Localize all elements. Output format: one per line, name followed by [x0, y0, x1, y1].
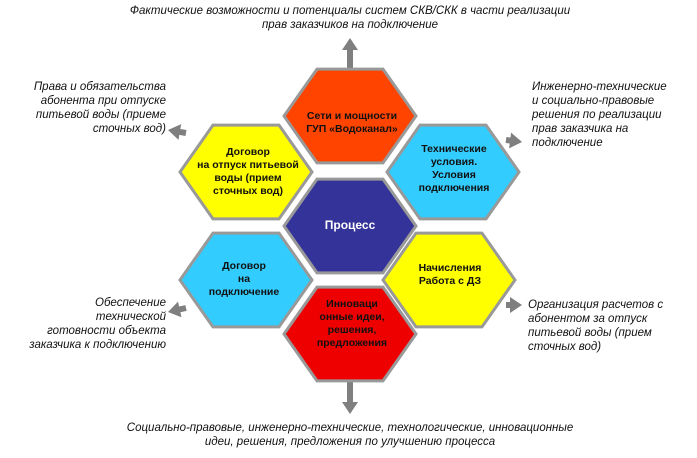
hex-lower-right	[381, 231, 517, 329]
caption-top: Фактические возможности и потенциалы сис…	[129, 5, 571, 31]
arrow-top	[342, 38, 358, 70]
arrow-lower-right	[506, 297, 522, 313]
hex-upper-right	[385, 123, 521, 221]
arrows-layer	[168, 38, 522, 414]
hex-upper-left	[178, 123, 314, 221]
arrow-lower-left	[168, 301, 187, 318]
hex-bottom	[282, 285, 418, 383]
hex-lower-left	[178, 231, 314, 329]
arrow-upper-right	[505, 132, 522, 149]
caption-bottom: Социально-правовые, инженерно-технически…	[126, 422, 574, 448]
hex-center	[282, 177, 418, 275]
arrow-bottom	[342, 382, 358, 414]
hexes-layer	[178, 67, 521, 383]
hex-top	[282, 67, 418, 165]
hex-center-label: Процесс	[324, 218, 376, 232]
arrow-upper-left	[168, 124, 187, 140]
